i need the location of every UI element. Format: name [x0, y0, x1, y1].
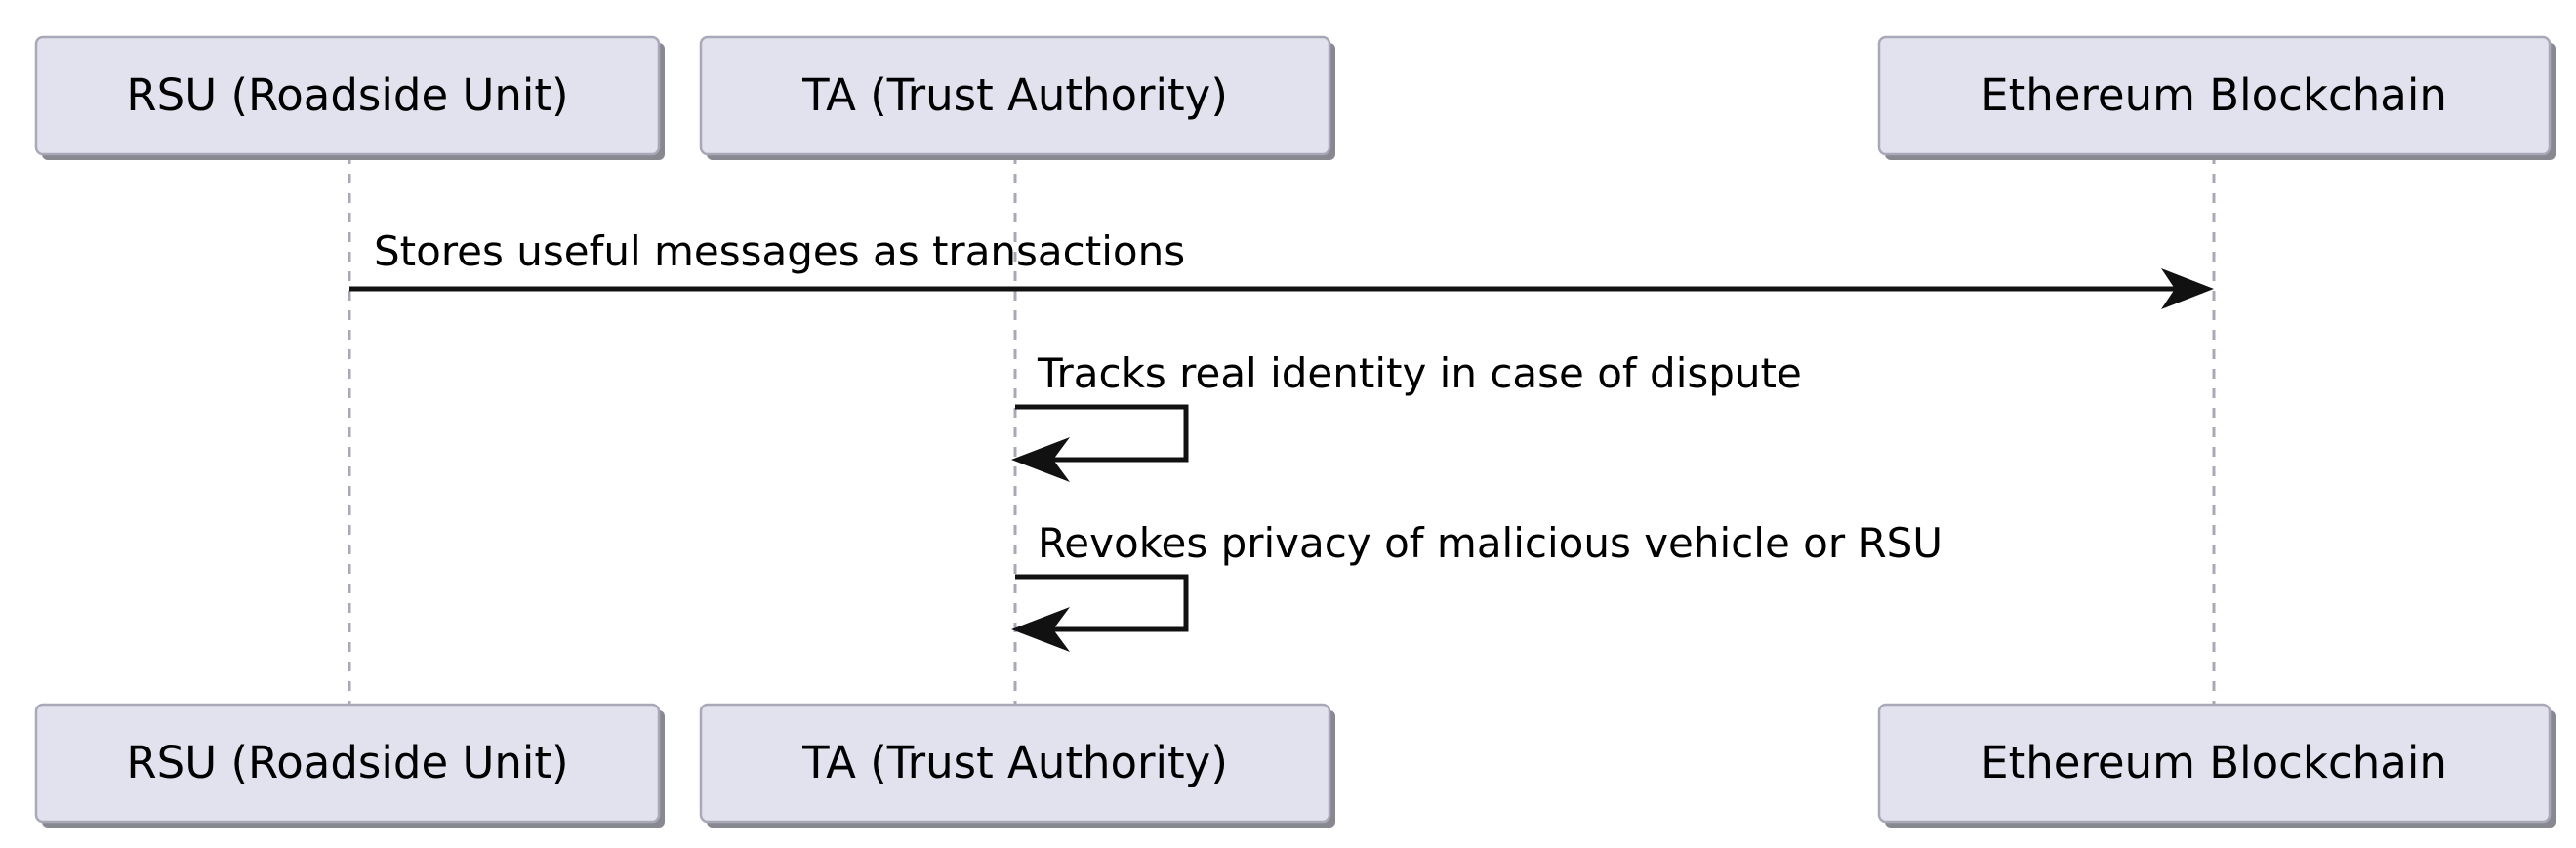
participant-eth-bottom[interactable]: Ethereum Blockchain	[1877, 703, 2556, 828]
message-revokes-privacy-loop[interactable]	[1015, 574, 1189, 632]
participant-rsu-bottom-box[interactable]	[34, 703, 661, 824]
participant-ta-bottom-label: TA (Trust Authority)	[801, 737, 1228, 788]
message-revokes-privacy[interactable]: Revokes privacy of malicious vehicle or …	[1011, 519, 1942, 652]
participant-boxes-top: RSU (Roadside Unit) TA (Trust Authority)…	[34, 35, 2556, 160]
message-revokes-privacy-arrowhead-icon	[1011, 607, 1070, 652]
lifelines-group	[348, 154, 2216, 705]
participant-eth-top-box[interactable]	[1877, 35, 2552, 156]
participant-eth-top[interactable]: Ethereum Blockchain	[1877, 35, 2556, 160]
participant-ta-bottom[interactable]: TA (Trust Authority)	[699, 703, 1335, 828]
message-stores-useful-messages[interactable]: Stores useful messages as transactions	[349, 227, 2214, 309]
message-tracks-real-identity-loop[interactable]	[1015, 404, 1189, 463]
participant-ta-top[interactable]: TA (Trust Authority)	[699, 35, 1335, 160]
participant-ta-bottom-box[interactable]	[699, 703, 1331, 824]
message-stores-useful-messages-arrowhead-icon	[2161, 268, 2214, 309]
participant-rsu-top-label: RSU (Roadside Unit)	[126, 69, 568, 121]
message-tracks-real-identity[interactable]: Tracks real identity in case of dispute	[1011, 349, 1802, 482]
message-revokes-privacy-label: Revokes privacy of malicious vehicle or …	[1038, 519, 1942, 567]
message-stores-useful-messages-label: Stores useful messages as transactions	[374, 227, 1185, 275]
message-tracks-real-identity-label: Tracks real identity in case of dispute	[1037, 349, 1802, 397]
participant-eth-bottom-label: Ethereum Blockchain	[1981, 737, 2447, 788]
participant-boxes-bottom: RSU (Roadside Unit) TA (Trust Authority)…	[34, 703, 2556, 828]
participant-rsu-bottom[interactable]: RSU (Roadside Unit)	[34, 703, 665, 828]
participant-rsu-bottom-label: RSU (Roadside Unit)	[126, 737, 568, 788]
participant-eth-bottom-box[interactable]	[1877, 703, 2552, 824]
participant-ta-top-box[interactable]	[699, 35, 1331, 156]
message-tracks-real-identity-arrowhead-icon	[1011, 437, 1070, 482]
participant-rsu-top-box[interactable]	[34, 35, 661, 156]
participant-ta-top-label: TA (Trust Authority)	[801, 69, 1228, 121]
participant-rsu-top[interactable]: RSU (Roadside Unit)	[34, 35, 665, 160]
participant-eth-top-label: Ethereum Blockchain	[1981, 69, 2447, 121]
